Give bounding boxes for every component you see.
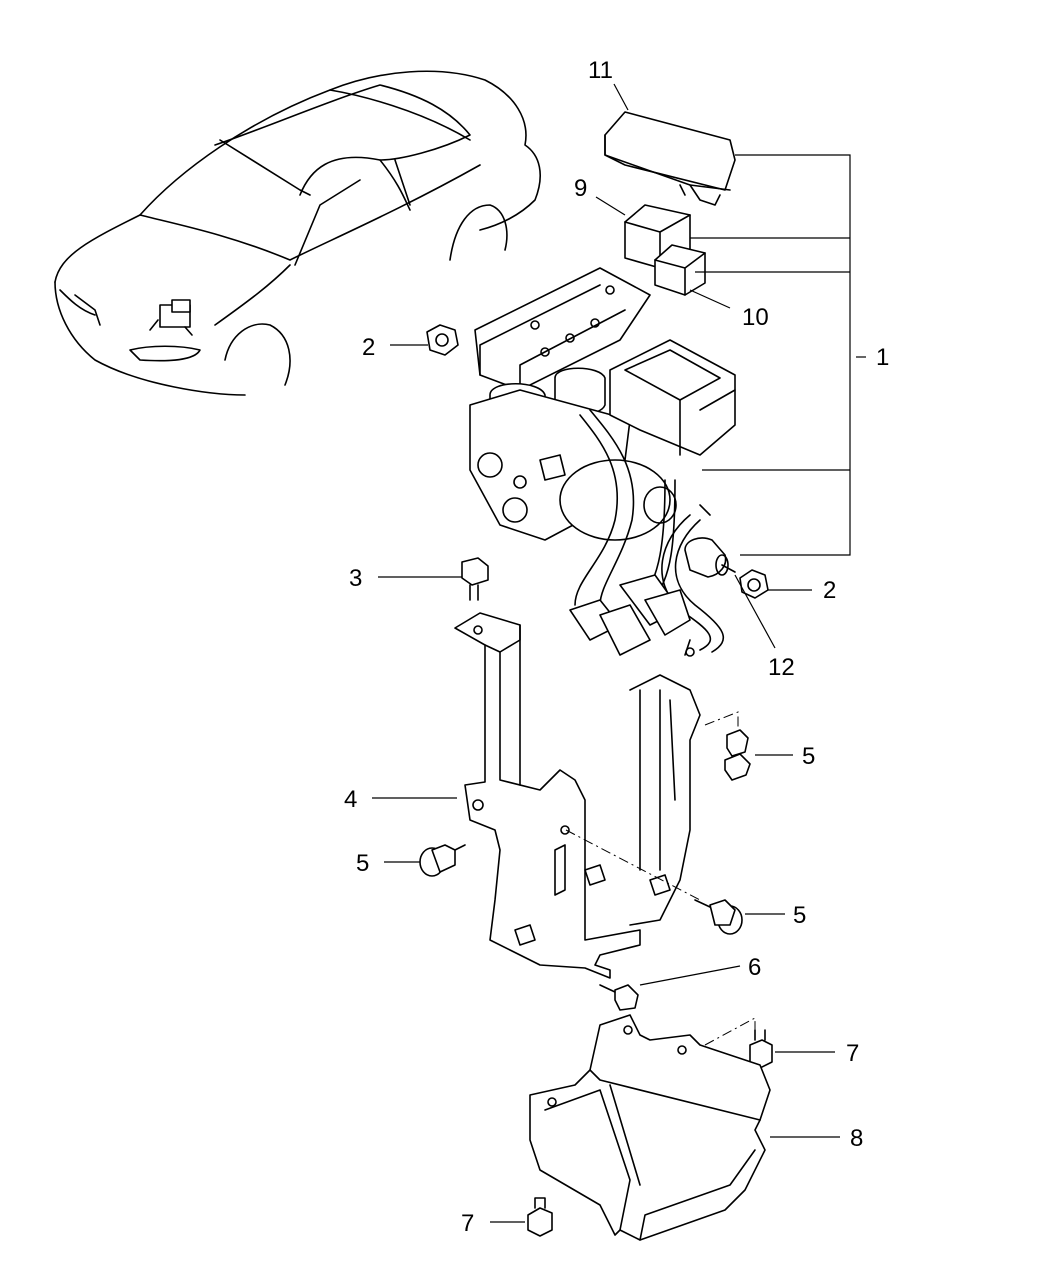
callout-4: 4	[344, 786, 357, 813]
bolt-6	[599, 984, 639, 1011]
callout-11: 11	[588, 57, 613, 84]
callout-10: 10	[742, 304, 769, 331]
callout-6: 6	[748, 954, 761, 981]
bolt-5-lower-right	[694, 899, 743, 935]
callout-labels: 11 9 10 1 2 2 3 12 4 5 5 5 6 7 8 7	[344, 57, 889, 1237]
nut-2-lower	[739, 569, 769, 599]
bolt-3	[461, 557, 489, 601]
sensor-12	[684, 537, 736, 578]
callout-7-bottom: 7	[461, 1210, 474, 1237]
vehicle-illustration	[54, 70, 541, 396]
callout-2-upper: 2	[362, 334, 375, 361]
callout-12: 12	[768, 654, 795, 681]
nut-2-upper	[426, 324, 459, 356]
callout-7-right: 7	[846, 1040, 859, 1067]
callout-5-upper-right: 5	[802, 743, 815, 770]
callout-1: 1	[876, 344, 889, 371]
callout-8: 8	[850, 1125, 863, 1152]
leader-lines	[372, 83, 866, 1223]
hydraulic-unit	[469, 267, 736, 657]
relay-10	[654, 244, 706, 296]
callout-5-left: 5	[356, 850, 369, 877]
callout-3: 3	[349, 565, 362, 592]
callout-2-lower: 2	[823, 577, 836, 604]
bracket-8	[529, 1014, 771, 1241]
bolt-5-upper-right	[724, 729, 751, 781]
callout-9: 9	[574, 175, 587, 202]
callout-5-lower-right: 5	[793, 902, 806, 929]
control-unit-11	[604, 111, 736, 206]
nut-7-bottom	[527, 1197, 553, 1237]
bracket-4	[454, 612, 701, 979]
bolt-5-left	[419, 844, 466, 877]
